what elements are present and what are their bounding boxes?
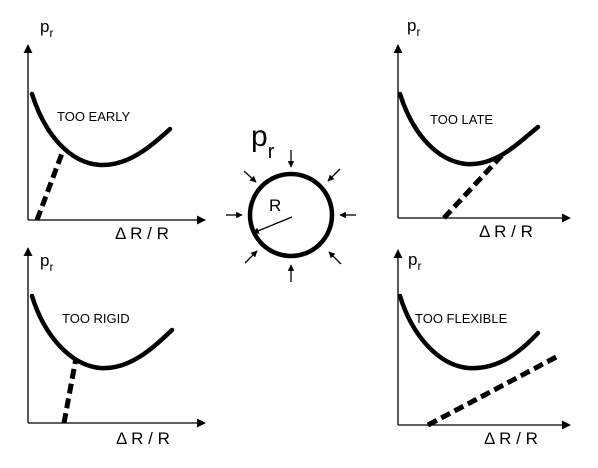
panel-too-flexible: pr Δ R / R TOO FLEXIBLE [393, 249, 571, 448]
pressure-arrow-top-right [327, 168, 341, 182]
tunnel-section: pr R [226, 120, 356, 282]
y-axis-label: pr [40, 251, 53, 274]
panel-title: TOO EARLY [57, 109, 131, 124]
support-pressure-curve [397, 293, 541, 371]
y-axis-label: pr [408, 250, 421, 273]
panel-too-early: pr Δ R / R TOO EARLY [23, 17, 206, 243]
panel-title: TOO LATE [430, 112, 493, 127]
radius-arrow [252, 216, 293, 234]
y-axis-label: pr [40, 17, 53, 40]
support-pressure-curve [29, 91, 173, 168]
x-axis-label: Δ R / R [484, 429, 538, 448]
radial-pressure-arrows [226, 150, 356, 282]
x-axis-label: Δ R / R [116, 429, 170, 448]
radius-label: R [269, 196, 281, 215]
support-reaction-line [34, 147, 67, 221]
pressure-arrow-bottom-right [328, 251, 342, 265]
x-axis-label: Δ R / R [115, 224, 169, 243]
support-reaction-line [61, 357, 79, 424]
panel-title: TOO RIGID [62, 311, 130, 326]
support-pressure-curve [397, 91, 541, 167]
pressure-arrow-top-left [243, 170, 257, 183]
support-pressure-curve [29, 293, 175, 371]
tunnel-ring [247, 171, 335, 259]
x-axis-label: Δ R / R [479, 222, 533, 241]
pressure-arrow-bottom-left [244, 250, 258, 264]
support-reaction-line [426, 352, 562, 428]
y-axis-label: pr [407, 16, 420, 39]
panel-too-late: pr Δ R / R TOO LATE [393, 16, 571, 241]
panel-too-rigid: pr Δ R / R TOO RIGID [23, 247, 206, 448]
pressure-label: pr [251, 120, 275, 163]
panel-title: TOO FLEXIBLE [415, 311, 508, 326]
